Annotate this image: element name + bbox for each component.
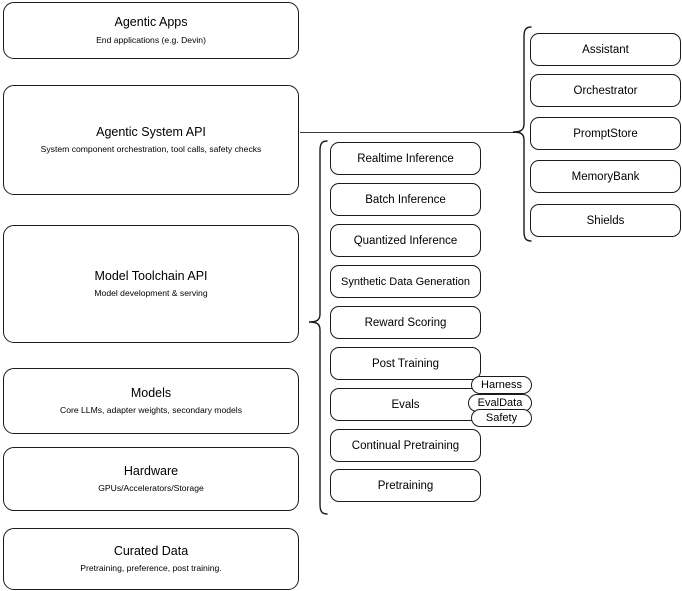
chip-label: Quantized Inference (353, 234, 458, 247)
chip-label: Orchestrator (573, 84, 638, 97)
component-continual-pretraining[interactable]: Continual Pretraining (330, 429, 481, 462)
layer-hardware[interactable]: Hardware GPUs/Accelerators/Storage (3, 447, 299, 511)
component-quantized-inference[interactable]: Quantized Inference (330, 224, 481, 257)
brace-toolchain-components (308, 140, 328, 515)
layer-subtitle: GPUs/Accelerators/Storage (98, 483, 204, 494)
component-memorybank[interactable]: MemoryBank (530, 160, 681, 193)
layer-title: Curated Data (113, 543, 189, 558)
connector-system-api-to-components (300, 132, 518, 134)
layer-subtitle: System component orchestration, tool cal… (40, 144, 262, 155)
chip-label: Shields (586, 214, 625, 227)
layer-agentic-system-api[interactable]: Agentic System API System component orch… (3, 85, 299, 195)
chip-label: Realtime Inference (357, 152, 454, 165)
layer-model-toolchain-api[interactable]: Model Toolchain API Model development & … (3, 225, 299, 343)
chip-label: Evals (391, 398, 420, 411)
evals-sub-safety[interactable]: Safety (471, 409, 532, 427)
component-realtime-inference[interactable]: Realtime Inference (330, 142, 481, 175)
component-post-training[interactable]: Post Training (330, 347, 481, 380)
brace-system-components (512, 26, 532, 242)
chip-label: Assistant (582, 43, 629, 56)
layer-subtitle: Pretraining, preference, post training. (80, 563, 222, 574)
pill-label: Harness (481, 379, 522, 391)
component-assistant[interactable]: Assistant (530, 33, 681, 66)
chip-label: Synthetic Data Generation (340, 275, 471, 288)
layer-title: Agentic System API (96, 124, 206, 139)
component-reward-scoring[interactable]: Reward Scoring (330, 306, 481, 339)
layer-subtitle: End applications (e.g. Devin) (96, 34, 206, 45)
chip-label: Continual Pretraining (351, 439, 460, 452)
component-orchestrator[interactable]: Orchestrator (530, 74, 681, 107)
layer-title: Model Toolchain API (94, 268, 208, 283)
chip-label: Post Training (371, 357, 440, 370)
layer-subtitle: Core LLMs, adapter weights, secondary mo… (60, 405, 242, 416)
pill-label: Safety (485, 412, 518, 424)
component-shields[interactable]: Shields (530, 204, 681, 237)
chip-label: PromptStore (573, 127, 638, 140)
evals-sub-harness[interactable]: Harness (471, 376, 532, 394)
chip-label: Reward Scoring (364, 316, 447, 329)
component-promptstore[interactable]: PromptStore (530, 117, 681, 150)
layer-agentic-apps[interactable]: Agentic Apps End applications (e.g. Devi… (3, 2, 299, 59)
layer-title: Agentic Apps (114, 15, 188, 30)
layer-curated-data[interactable]: Curated Data Pretraining, preference, po… (3, 528, 299, 590)
layer-models[interactable]: Models Core LLMs, adapter weights, secon… (3, 368, 299, 434)
chip-label: Pretraining (377, 479, 434, 492)
layer-title: Models (130, 385, 172, 400)
component-evals[interactable]: Evals (330, 388, 481, 421)
component-batch-inference[interactable]: Batch Inference (330, 183, 481, 216)
pill-label: EvalData (477, 397, 523, 409)
layer-title: Hardware (123, 463, 179, 478)
chip-label: MemoryBank (571, 170, 640, 183)
component-synthetic-data-generation[interactable]: Synthetic Data Generation (330, 265, 481, 298)
chip-label: Batch Inference (365, 193, 446, 206)
component-pretraining[interactable]: Pretraining (330, 469, 481, 502)
layer-subtitle: Model development & serving (94, 288, 208, 299)
